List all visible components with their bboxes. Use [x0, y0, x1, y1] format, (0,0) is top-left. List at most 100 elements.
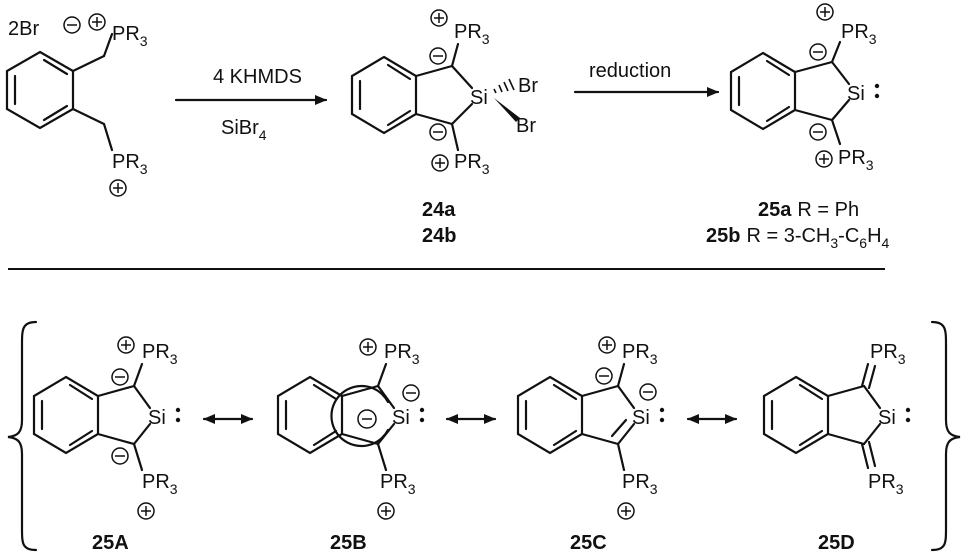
minus-charge: [595, 367, 613, 385]
lone-pair: [874, 83, 880, 99]
ring-bond: [340, 432, 380, 446]
minus-charge: [402, 384, 420, 402]
ring-bond: [450, 102, 474, 126]
benzene-ring: [32, 375, 100, 455]
starting-bisphosphonium-salt: 2Br PR3 PR3: [5, 13, 148, 197]
plus-charge: [598, 336, 616, 354]
c-p-bond: [376, 442, 388, 472]
c-p-double-bond: [860, 362, 870, 388]
benzene-ring: [729, 51, 797, 131]
resonance-structure-25B: PR3 Si PR3 25B: [276, 338, 425, 554]
c-p-bond: [616, 442, 626, 472]
minus-charge: [111, 368, 129, 386]
pr3-group: PR3: [868, 471, 904, 497]
plus-charge: [617, 502, 635, 520]
ring-bond: [132, 384, 152, 410]
phosphonium-group: PR3: [112, 23, 148, 49]
benzyl-ch2-bond: [71, 54, 106, 73]
phosphonium-plus-charge: [88, 13, 106, 31]
compound-label-24a: 24a: [422, 199, 456, 221]
c-p-double-bond: [860, 442, 870, 470]
lone-pair: [659, 407, 665, 423]
ring-bond: [580, 384, 620, 398]
pr3-group: PR3: [622, 471, 658, 497]
ch2-p-bond: [102, 122, 114, 152]
plus-charge: [816, 3, 834, 21]
silicon-atom: Si: [847, 83, 865, 105]
double-bond-line: [610, 418, 628, 438]
pr3-group: PR3: [838, 147, 874, 173]
silicon-atom: Si: [470, 87, 488, 109]
bromine-atom: Br: [518, 75, 538, 97]
silicon-atom: Si: [148, 407, 166, 429]
silicon-atom: Si: [878, 407, 896, 429]
pr3-group: PR3: [454, 151, 490, 177]
counterion-minus-charge: [63, 16, 81, 34]
ring-bond: [830, 60, 851, 86]
minus-charge: [111, 447, 129, 465]
right-curly-brace: [930, 320, 961, 552]
resonance-structure-25A: PR3 Si PR3 25A: [32, 336, 181, 554]
c-p-bond: [376, 362, 388, 388]
resonance-structure-25C: PR3 Si PR3 25C: [516, 336, 665, 554]
minus-charge: [357, 409, 377, 429]
plus-charge: [431, 154, 449, 172]
c-p-bond: [830, 40, 842, 64]
ring-bond: [132, 422, 152, 446]
phosphonium-plus-charge: [109, 179, 127, 197]
left-curly-brace: [7, 320, 38, 552]
ring-bond: [616, 384, 636, 410]
ch2-p-bond: [102, 32, 114, 58]
silicon-atom: Si: [632, 407, 650, 429]
plus-charge: [430, 9, 448, 27]
ring-bond: [580, 432, 620, 446]
ring-bond: [826, 384, 866, 398]
minus-charge: [639, 383, 657, 401]
benzene-ring: [350, 55, 418, 135]
pr3-group: PR3: [142, 471, 178, 497]
c-p-bond: [132, 362, 144, 388]
bromine-atom: Br: [516, 115, 536, 137]
pr3-group: PR3: [870, 341, 906, 367]
c-p-bond: [830, 118, 842, 146]
benzene-ring: [516, 375, 584, 455]
c-p-bond: [132, 442, 144, 472]
lone-pair: [175, 407, 181, 423]
minus-charge: [429, 123, 447, 141]
ring-bond: [830, 98, 851, 122]
c-p-bond: [450, 122, 460, 152]
plus-charge: [137, 502, 155, 520]
minus-charge: [429, 47, 447, 65]
compound-label-24b: 24b: [422, 225, 456, 247]
benzyl-ch2-bond: [71, 107, 106, 126]
silicon-atom: Si: [392, 407, 410, 429]
plus-charge: [117, 336, 135, 354]
plus-charge: [359, 338, 377, 356]
lone-pair: [905, 407, 911, 423]
c-p-double-bond: [867, 440, 877, 468]
c-p-bond: [616, 362, 626, 388]
ring-bond: [862, 384, 882, 410]
resonance-label: 25C: [570, 532, 607, 554]
reagent-reduction: reduction: [589, 60, 671, 82]
resonance-structure-25D: PR3 Si PR3 25D: [762, 341, 911, 554]
pr3-group: PR3: [454, 21, 490, 47]
ring-bond: [616, 422, 636, 446]
resonance-label: 25D: [818, 532, 855, 554]
plus-charge: [815, 150, 833, 168]
benzene-ring: [762, 375, 830, 455]
delocalization-circle: [330, 384, 390, 448]
resonance-label: 25B: [330, 532, 367, 554]
pr3-group: PR3: [622, 341, 658, 367]
ring-bond: [793, 108, 834, 122]
benzene-ring: [5, 50, 75, 130]
ring-bond: [826, 432, 866, 446]
c-p-bond: [450, 42, 460, 68]
silole-dibromide-24: PR3 Si Br Br PR3 24a 24b: [350, 9, 538, 247]
minus-charge: [809, 43, 827, 61]
solid-wedge-bond: [494, 98, 520, 122]
